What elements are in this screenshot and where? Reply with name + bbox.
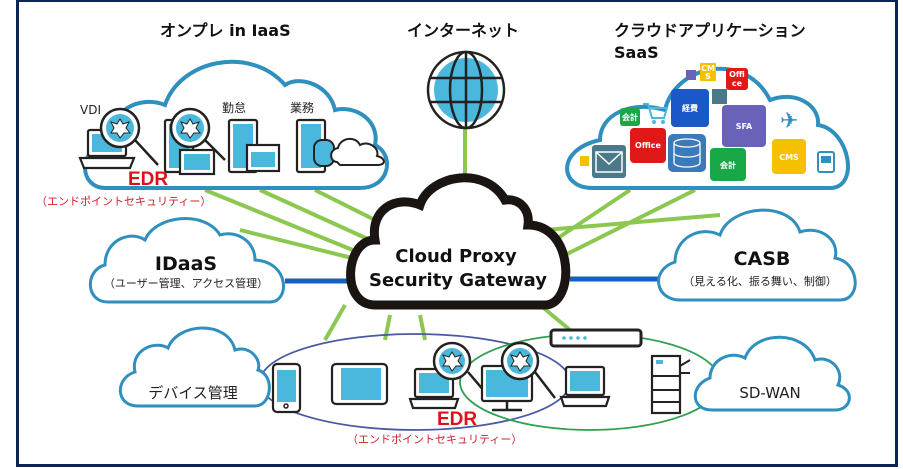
sdwan-cloud-outline bbox=[693, 335, 851, 412]
app-tile-accounting: 会計 bbox=[710, 148, 746, 181]
train-icon bbox=[817, 151, 835, 173]
casb-subtitle: （見える化、振る舞い、制御） bbox=[683, 274, 837, 288]
idaas-cloud-outline bbox=[88, 217, 285, 304]
vdi-label: VDI bbox=[80, 103, 101, 117]
title-onprem: オンプレ in IaaS bbox=[160, 21, 291, 40]
business-server-icon bbox=[295, 118, 385, 174]
airplane-icon: ✈ bbox=[780, 109, 798, 134]
casb-title: CASB bbox=[734, 248, 791, 270]
cloud-proxy-security-gateway: Cloud Proxy Security Gateway bbox=[346, 173, 571, 310]
link-saas-1 bbox=[553, 188, 632, 242]
smartphone-icon bbox=[271, 362, 302, 414]
sdwan-label: SD-WAN bbox=[739, 384, 800, 402]
casb-cloud: CASB （見える化、振る舞い、制御） bbox=[657, 208, 857, 302]
link-casb-top bbox=[544, 213, 721, 232]
gateway-title-line2: Security Gateway bbox=[369, 270, 547, 291]
printer-icon bbox=[650, 354, 691, 415]
kintai-label: 勤怠 bbox=[222, 101, 246, 115]
title-internet: インターネット bbox=[407, 21, 519, 40]
gyomu-label: 業務 bbox=[290, 101, 314, 115]
link-idaas-top bbox=[239, 228, 361, 262]
edr-magnifier-icon bbox=[432, 341, 486, 393]
app-tile-accounting-small: 会計 bbox=[620, 108, 640, 126]
cart-icon bbox=[643, 103, 669, 124]
edr-magnifier-icon bbox=[169, 107, 226, 161]
app-tile-cms: CMS bbox=[772, 139, 806, 174]
link-devices-3 bbox=[418, 314, 427, 341]
database-tile-icon bbox=[668, 134, 706, 172]
svg-text:CM: CM bbox=[701, 64, 715, 73]
svg-text:CMS: CMS bbox=[779, 153, 799, 162]
edr-magnifier-icon bbox=[500, 341, 556, 399]
onprem-cloud: VDI 勤怠 業務 bbox=[36, 59, 389, 208]
mail-tile-small-icon bbox=[712, 89, 727, 104]
laptop-icon bbox=[559, 365, 611, 408]
gateway-cloud-outline bbox=[346, 173, 571, 310]
edr-label: EDR bbox=[128, 169, 168, 190]
app-tile-cms-small: CM S bbox=[700, 63, 716, 81]
app-tile-sfa: SFA bbox=[722, 105, 766, 147]
app-tile-small bbox=[580, 156, 589, 166]
link-devices-2 bbox=[383, 314, 392, 341]
svg-text:S: S bbox=[705, 72, 711, 81]
globe-icon bbox=[426, 50, 506, 130]
gateway-title-line1: Cloud Proxy bbox=[395, 246, 517, 267]
sdwan-cloud: SD-WAN bbox=[693, 335, 851, 412]
casb-cloud-outline bbox=[657, 208, 857, 302]
device-management-cloud: デバイス管理 bbox=[118, 326, 271, 408]
edr-subtitle: （エンドポイントセキュリティー） bbox=[36, 195, 211, 208]
idaas-cloud: IDaaS （ユーザー管理、アクセス管理） bbox=[88, 217, 285, 304]
idaas-subtitle: （ユーザー管理、アクセス管理） bbox=[104, 276, 268, 290]
edr-magnifier-icon bbox=[99, 107, 159, 166]
mail-tile-icon bbox=[592, 145, 626, 178]
device-management-cloud-outline bbox=[118, 326, 271, 408]
saas-cloud: CM S Offi ce 経費 会計 SFA ✈ Office bbox=[565, 63, 850, 190]
device-management-label: デバイス管理 bbox=[148, 384, 238, 402]
bottom-edr-subtitle: （エンドポイントセキュリティー） bbox=[347, 433, 522, 446]
link-onprem-2 bbox=[259, 188, 371, 242]
svg-text:Office: Office bbox=[635, 141, 661, 150]
router-icon bbox=[549, 328, 643, 348]
app-tile-small bbox=[686, 70, 696, 80]
link-onprem-1 bbox=[204, 188, 366, 257]
svg-text:ce: ce bbox=[732, 79, 743, 88]
bottom-edr-label: EDR bbox=[437, 409, 477, 430]
svg-text:会計: 会計 bbox=[720, 160, 736, 170]
attendance-server-icon bbox=[227, 118, 281, 174]
idaas-title: IDaaS bbox=[155, 253, 217, 275]
app-tile-office: Office bbox=[630, 128, 666, 163]
link-devices-1 bbox=[323, 304, 347, 341]
title-saas-line1: クラウドアプリケーション bbox=[614, 21, 806, 40]
svg-text:Offi: Offi bbox=[729, 70, 745, 79]
svg-text:会計: 会計 bbox=[622, 112, 638, 122]
title-saas-line2: SaaS bbox=[614, 43, 659, 62]
tablet-icon bbox=[330, 362, 389, 406]
app-tile-office-small: Offi ce bbox=[726, 68, 748, 90]
app-tile-expense: 経費 bbox=[671, 89, 709, 127]
svg-text:経費: 経費 bbox=[682, 103, 698, 113]
svg-text:SFA: SFA bbox=[736, 122, 753, 131]
